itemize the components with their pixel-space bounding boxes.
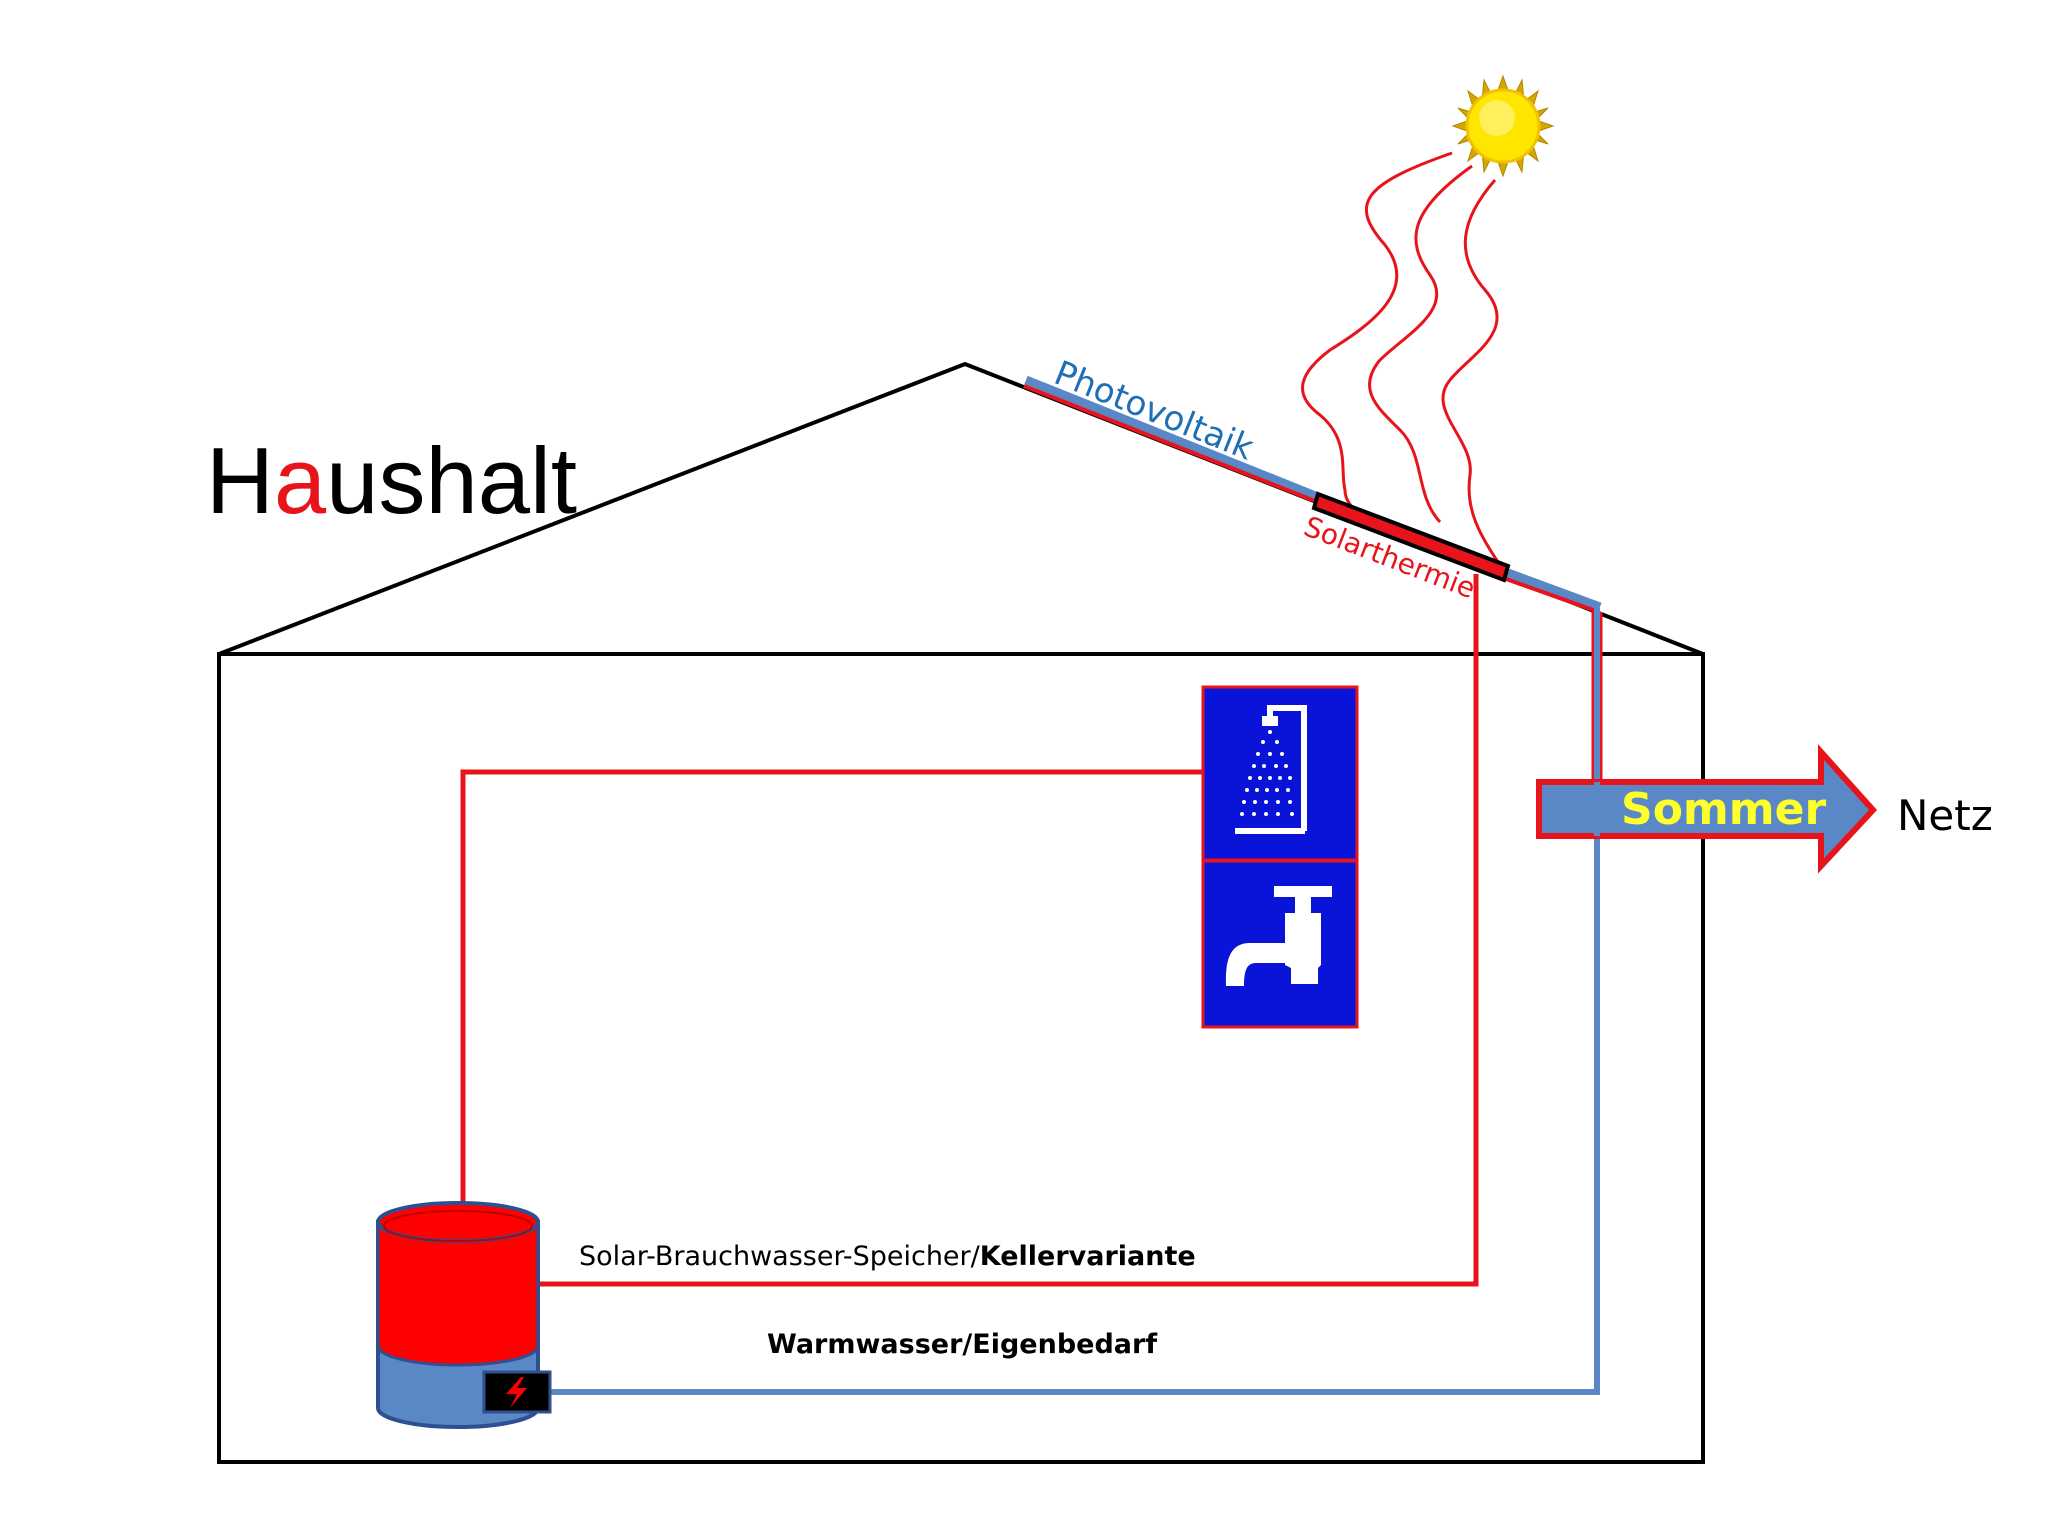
speicher-label: Solar-Brauchwasser-Speicher/Kellervarian… [579, 1241, 1196, 1272]
pv-red-edge [1023, 384, 1321, 505]
sun-rays [1301, 151, 1502, 566]
title-rest: ushalt [326, 428, 577, 533]
sun-icon [1451, 74, 1555, 178]
hot-water-supply-line [460, 769, 1203, 1204]
pv-down-line [550, 608, 1600, 1395]
faucet-icon [1201, 859, 1359, 1029]
arrow-right-icon [1536, 744, 1878, 874]
sun-ray-3 [1441, 179, 1502, 566]
pv-strip-lower [1506, 568, 1602, 612]
sun-ray-2 [1368, 164, 1473, 524]
title-highlight: a [274, 428, 327, 533]
speicher-label-bold: Kellervariante [980, 1241, 1196, 1272]
pv-red-edge-lower [1505, 577, 1597, 613]
netz-label: Netz [1897, 791, 1993, 840]
hot-water-lines [460, 574, 1479, 1287]
page-title: Haushalt [206, 428, 577, 533]
photovoltaik-panel [1023, 375, 1602, 613]
warmwasser-label: Warmwasser/Eigenbedarf [767, 1329, 1157, 1360]
heating-element-icon [482, 1370, 552, 1414]
solarthermie-collector [1311, 491, 1511, 583]
solar-return-line [540, 574, 1479, 1287]
shower-icon [1201, 685, 1359, 862]
house-body [217, 652, 1705, 1464]
pv-electric-lines [550, 608, 1603, 1395]
pv-strip-upper [1024, 375, 1320, 502]
speicher-label-regular: Solar-Brauchwasser-Speicher/ [579, 1241, 981, 1272]
sommer-label: Sommer [1621, 784, 1826, 835]
title-first: H [206, 428, 274, 533]
sun-ray-1 [1301, 151, 1453, 524]
